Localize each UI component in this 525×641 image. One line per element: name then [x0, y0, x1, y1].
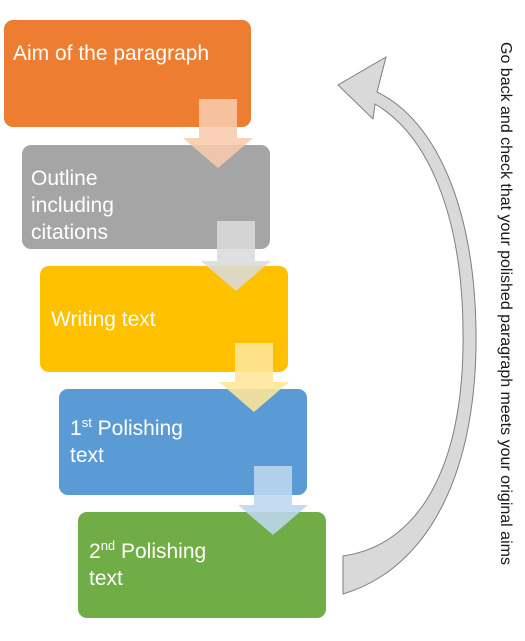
- loop-back-arrow: [337, 55, 477, 595]
- step-writing-label: Writing text: [51, 307, 156, 331]
- step-aim-label: Aim of the paragraph: [13, 42, 210, 65]
- step-first-polish-label: 1st Polishing text: [70, 415, 183, 467]
- step-outline: Outline including citations: [22, 145, 270, 249]
- step-second-polish-label: 2nd Polishing text: [89, 538, 207, 590]
- step-aim: Aim of the paragraph: [4, 20, 251, 127]
- step-first-polish: 1st Polishing text: [59, 389, 307, 495]
- step-second-polish: 2nd Polishing text: [78, 512, 326, 618]
- side-note: Go back and check that your polished par…: [497, 42, 514, 565]
- step-outline-label: Outline including citations: [31, 167, 114, 244]
- step-writing: Writing text: [40, 266, 288, 372]
